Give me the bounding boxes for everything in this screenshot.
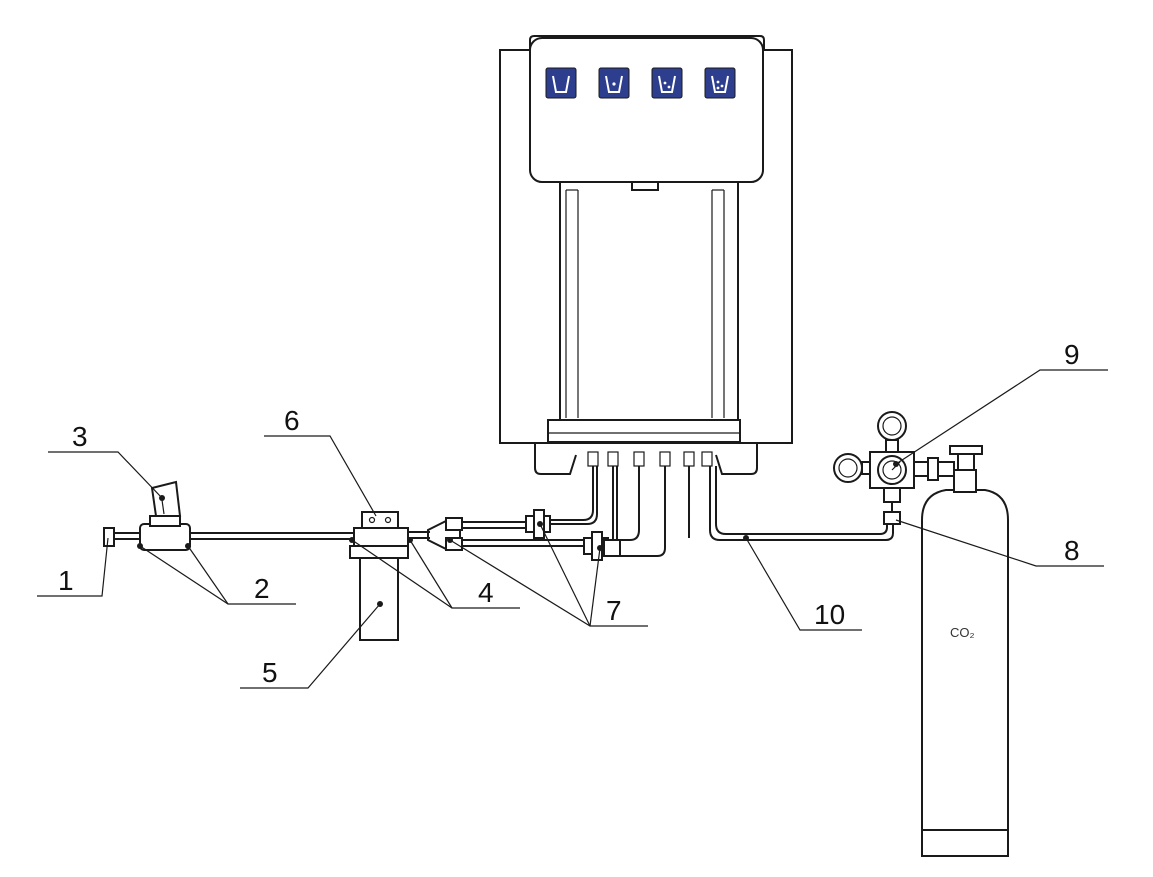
callout-5: 5 (262, 657, 278, 688)
inlet-valve-assembly (103, 480, 191, 551)
nozzle (631, 181, 659, 191)
co2-gas-line (709, 466, 894, 541)
regulator-outlet (883, 487, 901, 503)
valve-stem (149, 515, 181, 527)
regulator-gauge-top (877, 411, 907, 441)
chilled-water-button[interactable] (598, 67, 630, 99)
connector-strip (547, 419, 741, 443)
extra-sparkling-water-button[interactable] (704, 67, 736, 99)
water-dispenser (499, 35, 793, 475)
sparkling-water-button[interactable] (651, 67, 683, 99)
cylinder-base (921, 829, 1009, 857)
tee-fitting-right (603, 539, 621, 557)
extra-sparkling-water-cup-icon (711, 75, 729, 93)
callout-6: 6 (284, 405, 300, 436)
still-water-cup-icon (552, 75, 570, 93)
filter-body-top (353, 527, 409, 547)
dispenser-fittings (587, 451, 713, 467)
shutoff-valve[interactable] (883, 511, 901, 525)
filter-cartridge (359, 557, 399, 641)
sparkling-water-cup-icon (658, 75, 676, 93)
chilled-water-cup-icon (605, 75, 623, 93)
callout-9: 9 (1064, 339, 1080, 370)
co2-cylinder: CO₂ (921, 445, 1009, 857)
water-supply-line (408, 517, 584, 551)
regulator-gauge-left (833, 453, 863, 483)
callout-labels: 1 2 3 4 5 6 7 8 9 10 (58, 339, 1080, 688)
dispenser-foot-right (715, 443, 758, 475)
dispenser-foot-left (534, 443, 577, 475)
panel-buttons (545, 67, 736, 99)
callout-leaders (37, 369, 1108, 689)
still-water-button[interactable] (545, 67, 577, 99)
filter-collar (349, 545, 409, 559)
cylinder-valve-top (949, 445, 983, 455)
cylinder-neck (953, 469, 977, 493)
tee-fittings (525, 509, 621, 561)
filter-head (361, 511, 399, 529)
callout-2: 2 (254, 573, 270, 604)
callout-10: 10 (814, 599, 845, 630)
valve-handle[interactable] (150, 480, 182, 517)
cylinder-body (921, 489, 1009, 831)
valve-body (139, 523, 191, 551)
water-filter (349, 511, 409, 641)
inlet-tap-fitting (103, 527, 115, 547)
callout-8: 8 (1064, 535, 1080, 566)
cylinder-label: CO₂ (950, 625, 975, 640)
control-panel (529, 37, 764, 183)
dispensing-area (559, 182, 739, 420)
callout-4: 4 (478, 577, 494, 608)
callout-7: 7 (606, 595, 622, 626)
callout-3: 3 (72, 421, 88, 452)
callout-1: 1 (58, 565, 74, 596)
co2-regulator (833, 411, 955, 525)
dispenser-body (499, 35, 793, 444)
